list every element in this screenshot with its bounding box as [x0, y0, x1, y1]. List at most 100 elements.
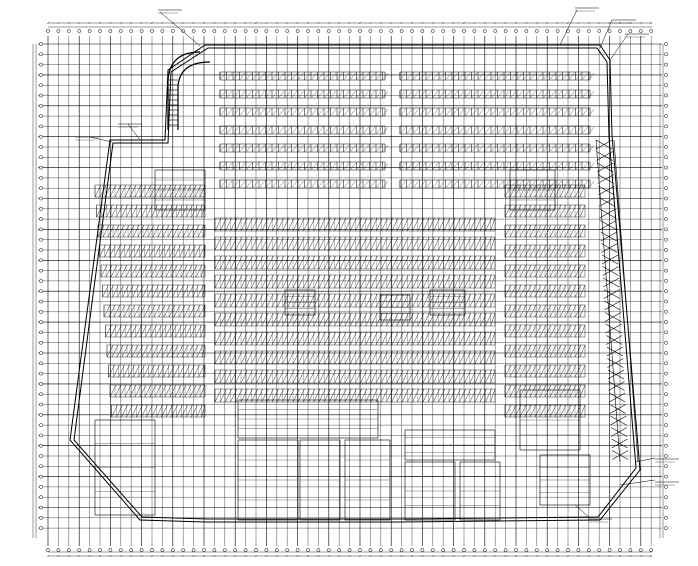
axis-bubble-left [39, 485, 43, 489]
dimension-tick [130, 21, 133, 25]
axis-bubble-left [39, 474, 43, 479]
axis-bubble-left [39, 237, 43, 242]
parking-upper-left-stall-mark [305, 126, 311, 134]
entry-ramp-curve [177, 61, 211, 130]
parking-upper-right-stall-mark [576, 108, 582, 116]
axis-bubble-top [638, 29, 643, 33]
axis-bubble-left [39, 186, 43, 191]
dimension-tick [650, 21, 653, 25]
axis-bubble-bottom [534, 548, 539, 552]
core-rooms [94, 169, 591, 521]
dimension-tick [46, 554, 50, 558]
hatch-block-frame [214, 255, 496, 270]
dimension-tick [400, 554, 403, 558]
parking-upper-right-stall-mark [433, 144, 439, 152]
parking-upper-left-stall-mark [285, 180, 291, 188]
dimension-tick [525, 21, 528, 25]
parking-upper-right-stall-mark [537, 144, 543, 152]
axis-bubble-top [524, 29, 529, 33]
axis-bubble-bottom [545, 548, 550, 552]
parking-upper-left-stall-mark [350, 144, 356, 152]
dimension-tick [265, 21, 268, 25]
parking-upper-left-stall-mark [259, 180, 265, 188]
parking-upper-right-stall-mark [556, 90, 562, 98]
parking-upper-right-stall-mark [407, 180, 413, 188]
parking-upper-left-stall-mark [292, 108, 298, 116]
parking-upper-left-stall-mark [344, 72, 350, 80]
axis-bubble-top [420, 29, 425, 33]
parking-upper-right-stall-mark [459, 72, 465, 80]
parking-upper-right-stall-mark [550, 180, 556, 188]
parking-upper-right-stall-mark [413, 144, 419, 152]
hatch-block-frame [111, 404, 206, 418]
parking-upper-right-stall-mark [465, 126, 471, 134]
axis-bubble-right [664, 73, 668, 77]
axis-bubble-bottom [607, 548, 612, 552]
parking-upper-left-stall-mark [220, 108, 226, 116]
axis-bubble-left [39, 412, 43, 417]
dimension-tick [618, 554, 622, 558]
dimension-tick [296, 554, 299, 558]
ramp-stripe [598, 185, 615, 196]
dimension-tick [119, 554, 122, 558]
hatch-block-frame [106, 344, 206, 358]
axis-bubble-top [212, 29, 217, 33]
parking-upper-right-stall-mark [563, 72, 569, 80]
dimension-tick [442, 554, 445, 558]
hatch-stroke [579, 204, 586, 218]
parking-upper-left-stall-mark [279, 144, 285, 152]
parking-upper-left-stall-mark [331, 144, 337, 152]
axis-bubble-bottom [316, 548, 321, 552]
parking-upper-right-stall-mark [569, 180, 575, 188]
parking-upper-right-stall-mark [413, 108, 419, 116]
parking-upper-right-stall-mark [400, 126, 406, 134]
axis-grid-lines [38, 36, 662, 546]
parking-upper-right-stall-mark [556, 72, 562, 80]
parking-bays [219, 71, 595, 189]
ramp-stripe [610, 427, 628, 437]
axis-bubble-bottom [264, 548, 269, 552]
callout-notes [75, 7, 679, 523]
callout-leader [127, 123, 141, 141]
parking-upper-left-stall-mark [350, 180, 356, 188]
axis-bubble-bottom [191, 548, 196, 552]
axis-bubble-top [482, 29, 487, 33]
axis-bubble-left [39, 351, 43, 355]
hatch-stroke [490, 236, 496, 251]
hatch-stroke [579, 404, 586, 418]
axis-bubble-left [39, 248, 43, 252]
parking-upper-right-stall-mark [459, 90, 465, 98]
hatch-block-frame [214, 369, 496, 384]
parking-upper-right-stall-mark [569, 144, 575, 152]
parking-upper-left-stall-mark [324, 144, 330, 152]
ramp-stripe [607, 358, 624, 368]
dimension-tick [67, 21, 70, 25]
dimension-tick [556, 554, 559, 558]
axis-bubble-top [337, 29, 342, 33]
parking-upper-left-stall-mark [311, 162, 317, 170]
dimension-tick [410, 554, 414, 558]
axis-bubble-left [39, 382, 43, 386]
dimension-tick [244, 554, 247, 558]
ramp-edge [613, 139, 639, 463]
parking-upper-left-stall-mark [318, 72, 324, 80]
dimension-lines [32, 21, 664, 558]
parking-upper-left-stall-mark [259, 90, 265, 98]
axis-bubble-left [39, 196, 43, 201]
axis-bubble-left [39, 515, 43, 520]
hatch-stroke [490, 350, 496, 365]
dimension-tick [535, 21, 538, 25]
parking-upper-left-stall-mark [311, 90, 317, 98]
dimension-tick [494, 21, 497, 25]
axis-bubble-left [39, 73, 43, 77]
parking-upper-left-stall-mark [305, 108, 311, 116]
dimension-tick [202, 554, 206, 558]
parking-upper-right-stall-mark [400, 162, 406, 170]
parking-upper-left-stall-mark [363, 90, 369, 98]
axis-bubble-bottom [66, 548, 71, 552]
ramp-stripe [595, 139, 613, 150]
parking-upper-right-stall-mark [452, 180, 458, 188]
parking-upper-left-stall-mark [357, 180, 363, 188]
parking-upper-right-stall-mark [582, 180, 588, 188]
axis-bubble-top [410, 29, 414, 33]
